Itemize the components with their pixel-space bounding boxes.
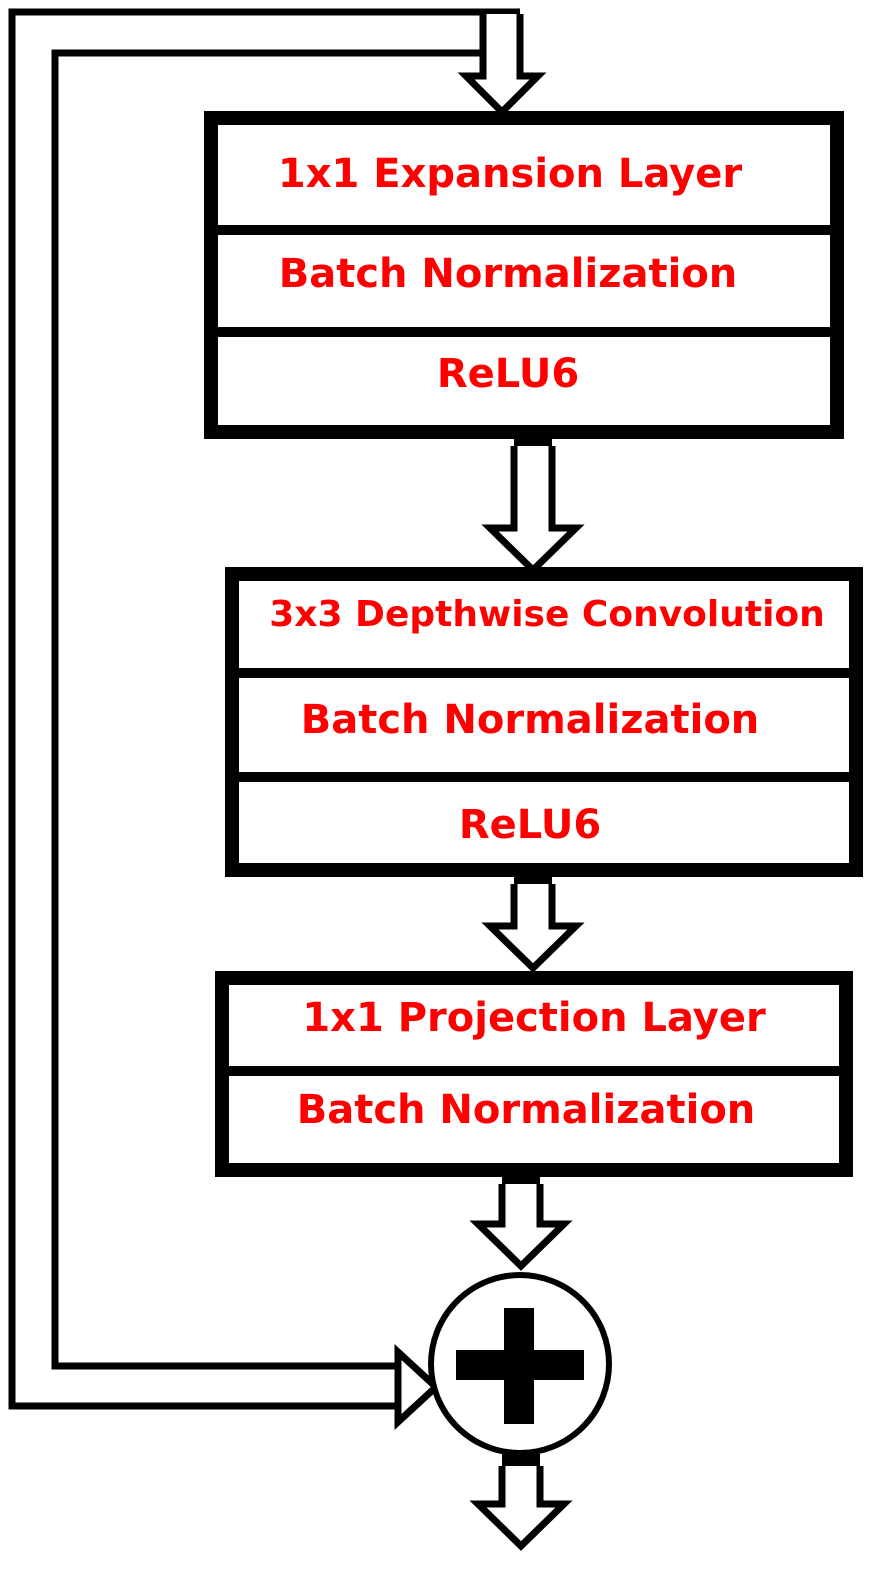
layer-1x1-expansion: 1x1 Expansion Layer <box>278 151 742 197</box>
arrow-down-icon <box>469 1172 573 1271</box>
add-node <box>428 1272 612 1456</box>
layer-batch-normalization: Batch Normalization <box>279 251 738 297</box>
block-expansion: 1x1 Expansion Layer Batch Normalization … <box>204 111 844 439</box>
skip-connection-outer-line <box>8 8 520 1410</box>
layer-batch-normalization: Batch Normalization <box>301 697 760 743</box>
layer-relu6: ReLU6 <box>437 351 579 397</box>
arrow-down-icon <box>481 434 585 575</box>
skip-arrow-right-icon <box>394 1344 442 1430</box>
layer-batch-normalization: Batch Normalization <box>297 1087 756 1133</box>
arrow-down-icon <box>469 1454 573 1551</box>
plus-icon <box>456 1308 584 1424</box>
skip-connection-inner-line <box>51 49 483 1370</box>
arrow-down-icon <box>457 14 547 117</box>
arrow-down-icon <box>481 872 585 973</box>
skip-connection <box>8 8 520 1430</box>
layer-3x3-depthwise-convolution: 3x3 Depthwise Convolution <box>269 594 825 635</box>
block-depthwise: 3x3 Depthwise Convolution Batch Normaliz… <box>225 567 863 877</box>
layer-1x1-projection: 1x1 Projection Layer <box>302 995 766 1041</box>
block-projection: 1x1 Projection Layer Batch Normalization <box>215 971 853 1177</box>
layer-relu6: ReLU6 <box>459 802 601 848</box>
